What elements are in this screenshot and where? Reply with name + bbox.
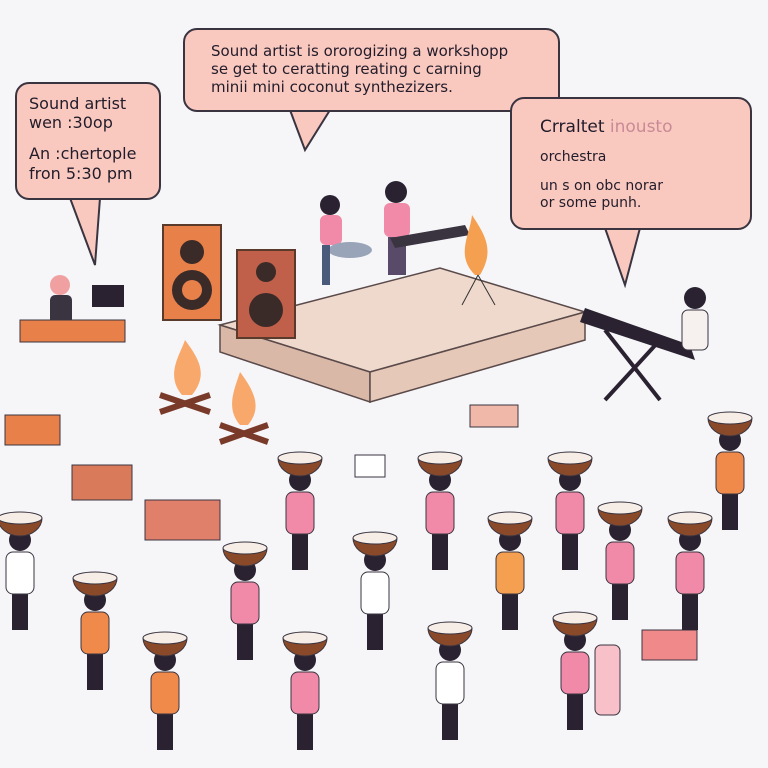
bubble-center-line: se get to ceratting reating c carning (211, 60, 482, 78)
bubble-left-line: An :chertople (29, 144, 137, 164)
speech-bubble-center: Sound artist is ororogizing a workshopp … (183, 28, 560, 112)
bubble-right-line: orchestra (540, 149, 607, 166)
speech-bubble-right: Crraltet inousto orchestra un s on obc n… (510, 97, 752, 230)
bubble-right-title-faded: inousto (609, 117, 673, 137)
audience-member (597, 501, 643, 620)
audience-member (707, 411, 753, 530)
audience-member (352, 531, 398, 650)
stage (217, 267, 588, 404)
left-bubble-tail (68, 197, 102, 266)
audience-with-coconuts (0, 411, 753, 750)
keyboard-player-stage (384, 181, 470, 275)
audience-member (72, 571, 118, 690)
audience-member (487, 511, 533, 630)
bubble-left-line: Sound artist (29, 94, 127, 113)
campfire-2 (218, 372, 270, 445)
drummer (320, 195, 372, 285)
center-bubble-tail (288, 109, 332, 153)
audience-member (282, 631, 328, 750)
synth-player-left (19, 275, 126, 343)
audience-member (667, 511, 713, 630)
audience-member (552, 611, 598, 730)
audience-member (142, 631, 188, 750)
audience-member (0, 511, 43, 630)
audience-member (547, 451, 593, 570)
synth-boxes (4, 404, 698, 716)
audience-member (222, 541, 268, 660)
bubble-right-line: or some punh. (540, 194, 642, 211)
bubble-left-line: wen :30op (29, 113, 113, 133)
audience-member (427, 621, 473, 740)
audience-member (277, 451, 323, 570)
audience-member (417, 451, 463, 570)
speaker-small (236, 249, 296, 339)
bubble-center-line: Sound artist is ororogizing a workshopp (211, 42, 509, 60)
speaker-large (162, 224, 222, 321)
bubble-right-line: un s on obc norar (540, 178, 663, 195)
bubble-right-title: Crraltet (540, 117, 605, 137)
stage-fire (461, 215, 496, 306)
speech-bubble-left: Sound artist wen :30op An :chertople fro… (15, 82, 161, 200)
campfire-1 (159, 340, 211, 415)
right-bubble-tail (603, 227, 642, 289)
bubble-left-line: fron 5:30 pm (29, 163, 133, 183)
bubble-center-line: minii mini coconut synthezizers. (211, 78, 453, 96)
keyboard-player-right (580, 287, 709, 402)
